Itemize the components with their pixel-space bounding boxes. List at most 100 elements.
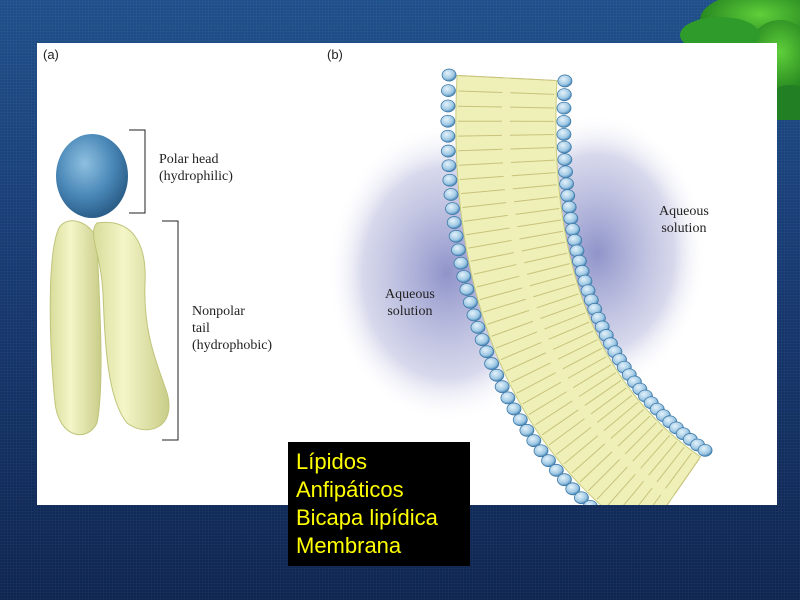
bilayer-tail-line	[526, 263, 570, 275]
bilayer-molecules	[440, 68, 713, 505]
bilayer-head	[441, 159, 457, 173]
bilayer-head	[456, 270, 472, 283]
bilayer-head	[557, 74, 573, 88]
bilayer-head	[506, 402, 522, 416]
bilayer-head	[441, 68, 457, 82]
bilayer-tail-line	[556, 426, 592, 455]
aqueous-label-right: Aqueous solution	[659, 204, 709, 236]
bilayer-tail-line	[652, 494, 662, 505]
bilayer-tail-line	[509, 134, 554, 136]
bilayer-head	[541, 454, 556, 468]
bilayer-tail-line	[487, 309, 530, 325]
bilayer-head	[556, 88, 572, 102]
bilayer-tail-line	[533, 283, 576, 298]
bilayer-head	[557, 153, 573, 167]
bilayer-tail-line	[459, 75, 504, 79]
bilayer-head	[561, 200, 577, 214]
bilayer-head	[479, 345, 495, 359]
bilayer-tail-line	[624, 422, 657, 455]
bilayer-head	[440, 99, 456, 113]
bilayer-head	[484, 357, 500, 370]
bilayer-head	[574, 491, 589, 505]
bilayer-tail-line	[479, 287, 523, 301]
panel-a-letter: (a)	[43, 47, 59, 62]
bilayer-tail-line	[458, 162, 503, 166]
bilayer-tail-line	[510, 77, 555, 81]
head-bracket	[129, 129, 146, 214]
bilayer-tail-line	[552, 330, 594, 350]
caption-box	[288, 442, 470, 566]
bilayer-tail-line	[470, 252, 515, 262]
bilayer-tail-line	[511, 172, 556, 177]
bilayer-tail-line	[540, 303, 583, 320]
bilayer-head	[559, 177, 574, 191]
bilayer-tail-line	[563, 435, 599, 465]
bilayer-head	[474, 333, 490, 347]
bilayer-tail-line	[464, 214, 508, 222]
bilayer-tail-line	[623, 481, 644, 505]
caption-line-3: Bicapa lipídica	[296, 505, 438, 530]
nonpolar-tail-label: Nonpolar tail (hydrophobic)	[192, 304, 273, 353]
bilayer-tail-line	[640, 435, 671, 469]
bilayer-head	[583, 499, 598, 505]
aqueous-label-left: Aqueous solution	[385, 287, 435, 319]
bilayer-head	[558, 165, 573, 179]
bilayer-tail-line	[505, 352, 547, 372]
bilayer-head	[557, 473, 572, 487]
bilayer-tail-line	[548, 321, 590, 340]
bilayer-tail-line	[457, 134, 502, 137]
bilayer-head	[569, 244, 585, 258]
bilayer-tail-line	[578, 372, 617, 398]
bilayer-tail-line	[517, 219, 562, 228]
bilayer-tail-line	[514, 196, 558, 203]
bilayer-tail-line	[460, 189, 505, 195]
bilayer-head	[470, 320, 486, 334]
bilayer-tail-line	[458, 148, 503, 152]
panel-b-letter: (b)	[327, 47, 343, 62]
polar-head	[56, 134, 128, 218]
bilayer-tail-line	[638, 487, 653, 505]
bilayer-tail-line	[510, 362, 551, 383]
bilayer-head	[563, 212, 579, 225]
tail-bracket	[162, 220, 179, 441]
bilayer-head	[440, 114, 456, 128]
bilayer-head	[494, 380, 510, 394]
bilayer-tail-line	[524, 252, 568, 264]
bilayer-head	[519, 423, 535, 437]
bilayer-head	[443, 188, 459, 201]
bilayer-head	[556, 101, 572, 115]
bilayer-tail-line	[571, 443, 606, 474]
bilayer-tail-line	[515, 208, 560, 215]
bilayer-head	[567, 233, 583, 247]
bilayer-tail-line	[522, 381, 562, 405]
bilayer-head	[697, 443, 713, 457]
bilayer-tail-line	[468, 239, 512, 249]
tail-right	[92, 221, 170, 431]
bilayer-tail-line	[557, 339, 598, 360]
bilayer-tail-line	[610, 408, 645, 439]
bilayer-head	[560, 189, 576, 203]
bilayer-head	[565, 482, 581, 496]
bilayer-head	[526, 434, 542, 448]
bilayer-tail-line	[458, 90, 503, 94]
bilayer-head	[462, 295, 478, 309]
bilayer-tail-line	[656, 446, 685, 483]
bilayer-head	[445, 202, 460, 216]
caption-line-2: Anfipáticos	[296, 477, 404, 502]
bilayer-tail-line	[648, 441, 678, 476]
bilayer-head	[440, 129, 456, 143]
bilayer-head	[556, 140, 572, 154]
bilayer-tail-line	[541, 409, 579, 436]
bilayer-tail-line	[510, 159, 555, 163]
bilayer-head	[448, 229, 464, 243]
bilayer-tail-line	[510, 92, 555, 95]
bilayer-tail-line	[528, 391, 567, 415]
bilayer-tail-line	[509, 106, 554, 109]
caption-line-4: Membrana	[296, 533, 402, 558]
bilayer-tail-line	[536, 293, 579, 309]
phospholipid-molecule	[49, 129, 179, 441]
bilayer-head	[533, 444, 549, 458]
bilayer-tail-line	[590, 387, 627, 415]
bilayer-tail-line	[567, 356, 607, 379]
bilayer-head	[556, 127, 572, 141]
